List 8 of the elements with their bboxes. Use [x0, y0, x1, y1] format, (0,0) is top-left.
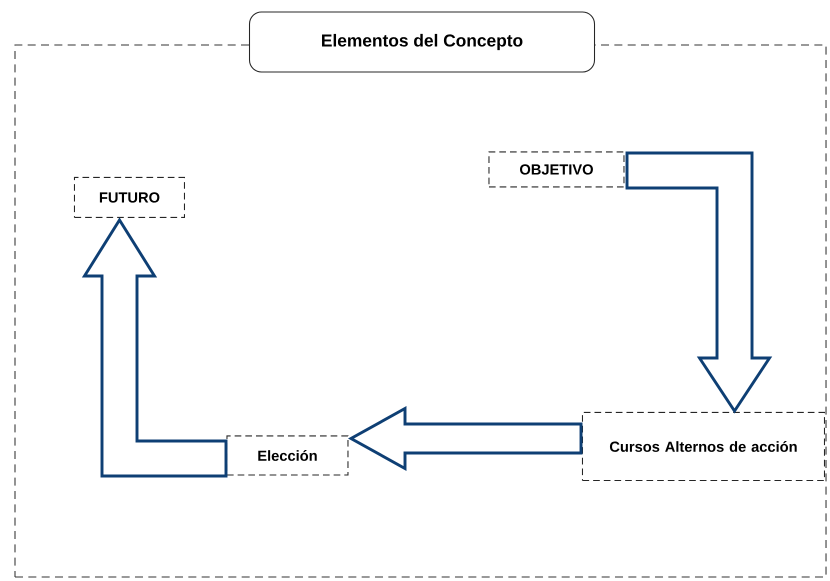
block-arrow — [82, 217, 228, 478]
block-arrow — [348, 406, 582, 471]
label-box: Elección — [226, 435, 348, 476]
block-arrow — [626, 152, 772, 414]
label-box: FUTURO — [74, 176, 185, 218]
title-box: Elementos del Concepto — [248, 11, 596, 73]
label-box: OBJETIVO — [488, 151, 625, 188]
label-box: Cursos Alternos de acción — [582, 412, 826, 481]
